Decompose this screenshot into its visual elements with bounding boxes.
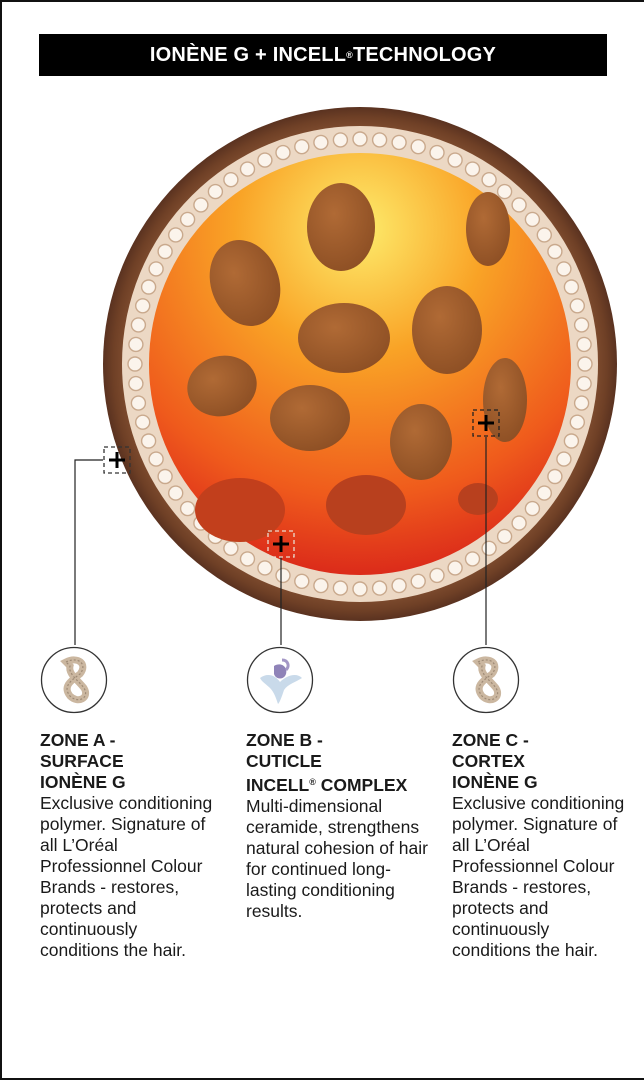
cuticle-bead xyxy=(411,574,425,588)
zone-a-text: ZONE A - SURFACE IONÈNE G Exclusive cond… xyxy=(40,730,220,961)
cuticle-bead xyxy=(575,318,589,332)
cuticle-bead xyxy=(466,162,480,176)
cuticle-bead xyxy=(258,153,272,167)
cuticle-bead xyxy=(149,452,163,466)
cuticle-bead xyxy=(548,245,562,259)
zone-a-heading: ZONE A - SURFACE IONÈNE G xyxy=(40,730,220,793)
cuticle-bead xyxy=(557,452,571,466)
cuticle-bead xyxy=(149,262,163,276)
cuticle-bead xyxy=(392,579,406,593)
ceramide-icon xyxy=(246,646,314,714)
zone-c-text: ZONE C - CORTEX IONÈNE G Exclusive condi… xyxy=(452,730,632,961)
cuticle-bead xyxy=(570,299,584,313)
cuticle-bead xyxy=(466,552,480,566)
cuticle-bead xyxy=(353,582,367,596)
cuticle-bead xyxy=(241,552,255,566)
zone-b-text: ZONE B - CUTICLE INCELL® COMPLEX Multi-d… xyxy=(246,730,436,922)
cuticle-bead xyxy=(169,486,183,500)
cuticle-bead xyxy=(525,212,539,226)
cuticle-bead xyxy=(482,541,496,555)
polymer-chain-icon xyxy=(452,646,520,714)
cuticle-bead xyxy=(136,415,150,429)
cuticle-bead xyxy=(525,502,539,516)
cuticle-bead xyxy=(537,228,551,242)
cuticle-bead xyxy=(276,146,290,160)
cuticle-bead xyxy=(564,280,578,294)
cuticle-bead xyxy=(333,581,347,595)
cuticle-bead xyxy=(129,337,143,351)
cuticle-bead xyxy=(570,415,584,429)
cuticle-bead xyxy=(314,135,328,149)
cortex-cell xyxy=(298,303,390,373)
cuticle-bead xyxy=(430,146,444,160)
cuticle-bead xyxy=(575,396,589,410)
cuticle-bead xyxy=(512,198,526,212)
cuticle-bead xyxy=(314,579,328,593)
cuticle-bead xyxy=(131,396,145,410)
cuticle-bead xyxy=(557,262,571,276)
cuticle-bead xyxy=(136,299,150,313)
cuticle-bead xyxy=(194,198,208,212)
cuticle-bead xyxy=(142,280,156,294)
cuticle-bead xyxy=(353,132,367,146)
cuticle-bead xyxy=(169,228,183,242)
zone-c-description: Exclusive conditioning polymer. Signatur… xyxy=(452,793,632,961)
cuticle-bead xyxy=(411,140,425,154)
cortex-cell xyxy=(466,192,510,266)
cuticle-bead xyxy=(448,561,462,575)
cuticle-bead xyxy=(142,434,156,448)
cuticle-bead xyxy=(208,185,222,199)
cuticle-bead xyxy=(241,162,255,176)
cortex-cell xyxy=(326,475,406,535)
cortex-cell xyxy=(195,478,285,542)
cortex-cell xyxy=(390,404,452,480)
cortex-cell xyxy=(270,385,350,451)
cortex-cell xyxy=(458,483,498,515)
zone-c-heading: ZONE C - CORTEX IONÈNE G xyxy=(452,730,632,793)
cuticle-bead xyxy=(373,133,387,147)
cortex-cell xyxy=(483,358,527,442)
cuticle-bead xyxy=(373,581,387,595)
zone-b-heading: ZONE B - CUTICLE INCELL® COMPLEX xyxy=(246,730,436,796)
cuticle-bead xyxy=(224,541,238,555)
cuticle-bead xyxy=(276,568,290,582)
cuticle-bead xyxy=(258,561,272,575)
leader-line-zone-a xyxy=(75,460,103,645)
cuticle-bead xyxy=(448,153,462,167)
cuticle-bead xyxy=(224,173,238,187)
cuticle-bead xyxy=(430,568,444,582)
zone-b-description: Multi-dimensional ceramide, strengthens … xyxy=(246,796,436,922)
cuticle-bead xyxy=(128,357,142,371)
cuticle-bead xyxy=(158,470,172,484)
cuticle-bead xyxy=(181,502,195,516)
zone-a-description: Exclusive conditioning polymer. Signatur… xyxy=(40,793,220,961)
polymer-chain-icon xyxy=(40,646,108,714)
cortex-cell xyxy=(307,183,375,271)
cuticle-bead xyxy=(295,574,309,588)
cuticle-bead xyxy=(498,185,512,199)
cuticle-bead xyxy=(577,377,591,391)
cuticle-bead xyxy=(537,486,551,500)
cuticle-bead xyxy=(564,434,578,448)
cuticle-bead xyxy=(548,470,562,484)
cortex-cell xyxy=(412,286,482,374)
cuticle-bead xyxy=(129,377,143,391)
hair-cross-section-diagram xyxy=(0,0,644,700)
cuticle-bead xyxy=(131,318,145,332)
cuticle-bead xyxy=(578,357,592,371)
cuticle-bead xyxy=(295,140,309,154)
cuticle-bead xyxy=(333,133,347,147)
cuticle-bead xyxy=(482,173,496,187)
cuticle-bead xyxy=(498,529,512,543)
cuticle-bead xyxy=(577,337,591,351)
cuticle-bead xyxy=(512,516,526,530)
cuticle-bead xyxy=(392,135,406,149)
cuticle-bead xyxy=(181,212,195,226)
cuticle-bead xyxy=(158,245,172,259)
